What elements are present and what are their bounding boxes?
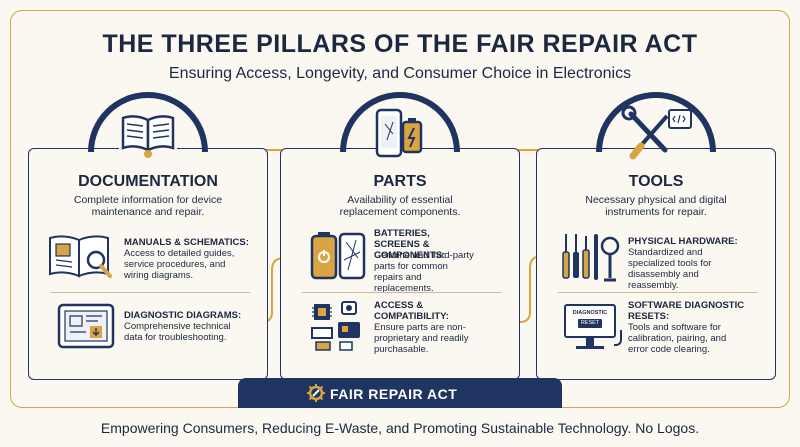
diagnostic-monitor-icon: DIAGNOSTIC RESET	[562, 302, 622, 352]
monitor-screen-label: DIAGNOSTIC	[572, 310, 608, 316]
phone-battery-icon	[375, 108, 423, 158]
divider	[302, 292, 502, 293]
item-text: Access to detailed guides, service proce…	[124, 248, 235, 281]
item-text: Ensure parts are non-proprietary and rea…	[374, 322, 469, 355]
item-title: DIAGNOSTIC DIAGRAMS:	[124, 310, 242, 321]
pillar-description: Necessary physical and digital instrumen…	[585, 194, 727, 218]
battery-screen-icon	[310, 232, 366, 280]
pillar-description: Availability of essential replacement co…	[339, 194, 461, 218]
diagnostic-tablet-icon	[57, 303, 115, 349]
pillar-description: Complete information for device maintena…	[73, 194, 223, 218]
pillar-title-parts: PARTS	[373, 173, 427, 190]
item-title: MANUALS & SCHEMATICS:	[124, 237, 249, 248]
gear-wrench-icon	[307, 384, 325, 402]
fair-repair-banner	[238, 378, 562, 408]
item-text: Tools and software for calibration, pair…	[628, 322, 727, 355]
page-title: THE THREE PILLARS OF THE FAIR REPAIR ACT	[102, 30, 698, 58]
page-subtitle: Ensuring Access, Longevity, and Consumer…	[168, 65, 632, 82]
item-title: PHYSICAL HARDWARE:	[628, 236, 738, 247]
item-text: Standardized and specialized tools for d…	[628, 247, 712, 291]
hand-tools-icon	[562, 234, 620, 282]
banner-label: FAIR REPAIR ACT	[330, 386, 458, 402]
chip-components-icon	[311, 301, 360, 351]
item-text: Comprehensive technical data for trouble…	[124, 321, 231, 343]
reset-button: RESET	[578, 319, 602, 328]
open-book-icon	[119, 114, 177, 158]
divider	[50, 292, 250, 293]
manual-magnifier-icon	[49, 235, 112, 278]
item-title: ACCESS & COMPATIBILITY:	[374, 300, 449, 322]
item-title: SOFTWARE DIAGNOSTIC RESETS:	[628, 300, 745, 322]
wrench-screwdriver-icon	[621, 105, 692, 160]
pillar-title-documentation: DOCUMENTATION	[78, 173, 218, 190]
item-text: Genuine and third-party parts for common…	[374, 250, 474, 294]
divider	[558, 292, 758, 293]
pillar-title-tools: TOOLS	[628, 173, 684, 190]
footer-tagline: Empowering Consumers, Reducing E-Waste, …	[100, 420, 700, 436]
item-title: BATTERIES, SCREENS & COMPONENTS:	[374, 228, 446, 261]
